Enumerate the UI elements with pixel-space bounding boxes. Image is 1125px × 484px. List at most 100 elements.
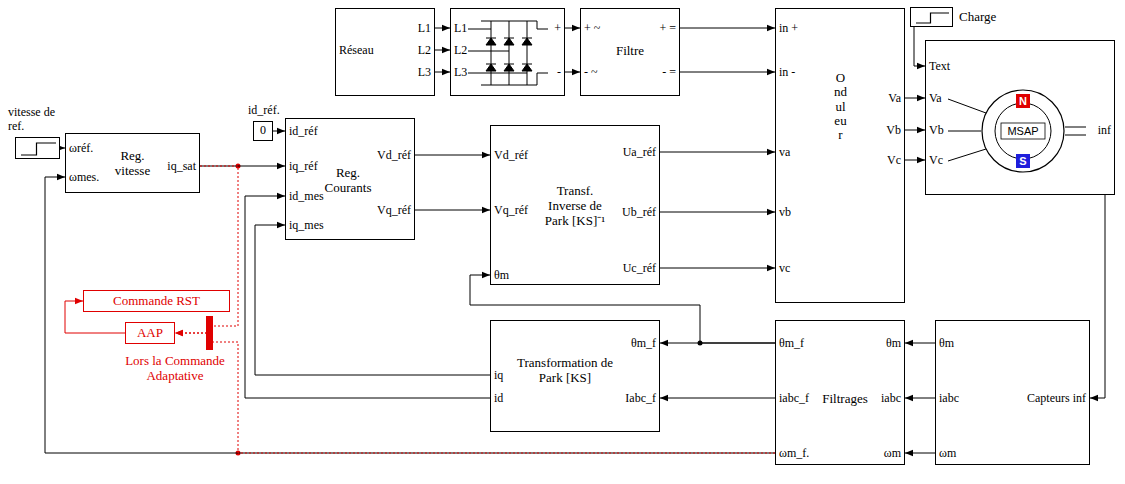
text-label: Charge — [959, 10, 996, 25]
block-box: id_réf.0 — [253, 121, 273, 141]
port-label: L1 — [418, 22, 431, 36]
port-label: θm_f — [779, 337, 804, 351]
signal-wire — [273, 131, 285, 132]
port-label: Vd_réf — [377, 149, 411, 163]
signal-wire — [565, 72, 580, 73]
signal-wire — [255, 225, 490, 375]
port-label: inf — [1098, 124, 1111, 138]
block-box: Charge — [910, 7, 953, 27]
port-label: - = — [662, 66, 676, 80]
signal-wire — [565, 28, 580, 29]
block-title: Filtrages — [814, 392, 876, 407]
port-label: Vc — [887, 154, 901, 168]
port-label: θm — [494, 269, 509, 283]
port-label: ωm — [884, 447, 901, 461]
block-title: Filtre — [605, 44, 655, 59]
port-label: Va — [929, 92, 942, 106]
block-title: Reg. vitesse — [108, 149, 157, 179]
signal-wire — [680, 28, 775, 29]
note-label: Lors la Commande Adaptative — [118, 354, 232, 384]
block-box: id_réf iq_réf id_mes iq_mes Reg. Courants Vd_… — [285, 118, 415, 240]
port-label: in - — [779, 66, 795, 80]
port-label: iabc_f — [779, 392, 809, 406]
signal-wire — [175, 333, 775, 453]
port-label: Réseau — [339, 44, 374, 58]
signal-wire — [435, 28, 450, 29]
port-label: iabc — [881, 392, 901, 406]
step-symbol — [16, 138, 61, 160]
motor-circle: N MSAP S — [981, 89, 1065, 173]
signal-wire — [905, 98, 925, 99]
block-title: Reg. Courants — [324, 166, 372, 196]
port-label: Text — [929, 60, 950, 74]
port-label: Uc_réf — [623, 262, 656, 276]
port-label: θm_f — [631, 337, 656, 351]
text-label: id_réf. — [248, 104, 280, 118]
port-label: ωréf. — [69, 142, 93, 156]
signal-wire — [660, 398, 775, 399]
text-label: 0 — [254, 124, 272, 138]
port-label: iq_mes — [289, 219, 324, 233]
signal-wire — [415, 210, 490, 211]
port-label: - ~ — [584, 66, 598, 80]
text-label: AAP — [126, 326, 174, 341]
signal-wire — [905, 130, 925, 131]
port-label: θm — [886, 337, 901, 351]
port-label: iabc — [939, 392, 959, 406]
signal-wire — [905, 453, 935, 454]
port-label: iq_sat — [167, 160, 196, 174]
signal-wire — [914, 27, 925, 66]
block-box: L1L2L3 + - — [450, 8, 565, 96]
port-label: ωmes. — [69, 171, 99, 185]
block-box: Vd_réfVq_réfθmTransf. Inverse de Park [K… — [490, 125, 660, 285]
signal-wire — [905, 160, 925, 161]
port-label: ωm — [939, 447, 956, 461]
text-label: Onduleur — [834, 71, 847, 142]
signal-wire — [680, 72, 775, 73]
port-label: L2 — [454, 44, 467, 58]
port-label: + = — [659, 22, 676, 36]
port-label: - — [557, 66, 561, 80]
port-label: id — [494, 392, 503, 406]
block-box: vitesse de ref. — [15, 137, 60, 159]
block-box: + ~ - ~ Filtre + = - = — [580, 8, 680, 96]
port-label: Vd_réf — [494, 149, 528, 163]
port-label: Vq_réf — [377, 204, 411, 218]
port-label: L1 — [454, 22, 467, 36]
signal-wire — [905, 398, 935, 399]
diode-bridge — [451, 9, 566, 97]
port-label: Vc — [929, 154, 943, 168]
text-label: Commande RST — [84, 294, 229, 309]
port-label: Vb — [929, 124, 944, 138]
signal-wire — [660, 268, 775, 269]
port-label: ωm_f. — [779, 447, 809, 461]
block-box: θmiabcωmCapteurs inf — [935, 320, 1090, 465]
port-label: iq_réf — [289, 160, 318, 174]
block-title: Transformation de Park [KS] — [513, 356, 617, 386]
port-label: Vb — [886, 124, 901, 138]
port-label: Vq_réf — [494, 204, 528, 218]
block-box: iqidTransformation de Park [KS]θm_fIabc_… — [490, 320, 660, 432]
port-label: L2 — [418, 44, 431, 58]
port-label: L3 — [418, 66, 431, 80]
signal-wire — [660, 152, 775, 153]
block-box: θm_f iabc_f ωm_f. Filtrages θm iabc ωm — [775, 320, 905, 465]
signal-wire — [435, 72, 450, 73]
port-label: id_mes — [289, 190, 324, 204]
adaptive-block: Commande RST — [83, 290, 230, 312]
port-label: L3 — [454, 66, 467, 80]
port-label: Ub_réf — [622, 206, 656, 220]
text-label: N — [1016, 94, 1030, 108]
port-label: + — [554, 22, 561, 36]
block-box: Réseau L1L2L3 — [335, 8, 435, 96]
port-label: iq — [494, 369, 503, 383]
text-label: S — [1016, 154, 1030, 168]
signal-wire — [660, 212, 775, 213]
signal-wire — [415, 155, 490, 156]
port-label: id_réf — [289, 125, 318, 139]
text-label: MSAP — [981, 125, 1065, 138]
port-label: + ~ — [584, 22, 600, 36]
port-label: Va — [888, 92, 901, 106]
step-symbol — [911, 8, 954, 28]
